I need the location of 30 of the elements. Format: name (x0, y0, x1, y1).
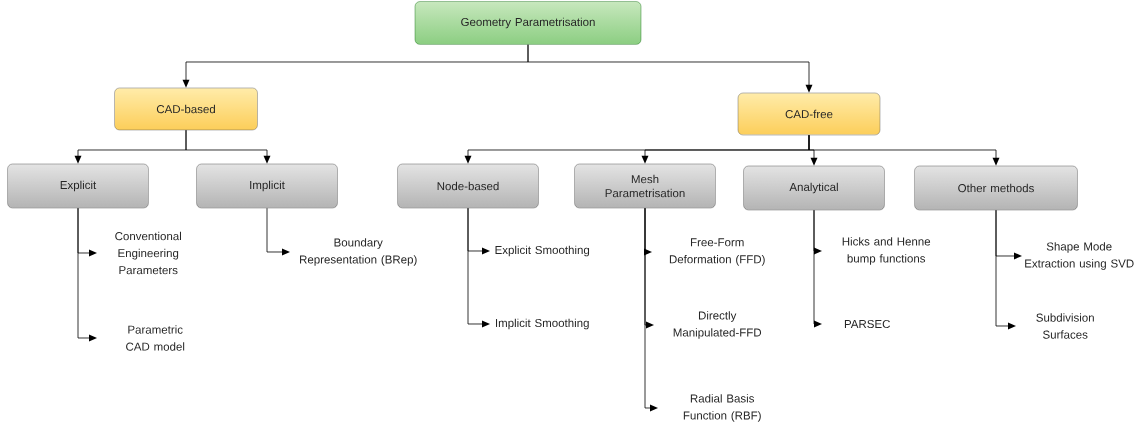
method-label: Parametric CAD model (126, 325, 185, 351)
method-label: Radial Basis Function (RBF) (683, 394, 761, 422)
arrow (644, 207, 658, 412)
arrow (527, 44, 813, 93)
category-box: Analytical (743, 165, 885, 211)
arrow (467, 207, 490, 328)
arrow (185, 129, 271, 164)
category-box: Other methods (914, 165, 1078, 211)
method-label: Free-Form Deformation (FFD) (669, 238, 765, 266)
arrow (995, 209, 1016, 330)
category-box: CAD-based (114, 87, 258, 131)
method-label: Implicit Smoothing (496, 318, 589, 330)
category-box: Explicit (7, 163, 149, 209)
method-label: Conventional Engineering Parameters (115, 231, 181, 275)
method-label: Explicit Smoothing (495, 245, 590, 257)
category-box: Mesh Parametrisation (574, 163, 716, 209)
method-label: Boundary Representation (BRep) (300, 238, 417, 266)
method-label: Shape Mode Extraction using SVD (1025, 242, 1134, 270)
method-label: PARSEC (844, 319, 890, 329)
arrow (77, 207, 97, 342)
method-label: Directly Manipulated-FFD (673, 311, 762, 339)
arrow (808, 134, 1000, 166)
arrow (813, 209, 822, 328)
category-box: Node-based (397, 163, 539, 209)
category-box: Geometry Parametrisation (414, 1, 642, 45)
method-label: Subdivision Surfaces (1036, 313, 1094, 339)
arrow (266, 207, 290, 256)
category-box: Implicit (196, 163, 338, 209)
method-label: Hicks and Henne bump functions (842, 237, 931, 265)
category-box: CAD-free (737, 92, 881, 136)
